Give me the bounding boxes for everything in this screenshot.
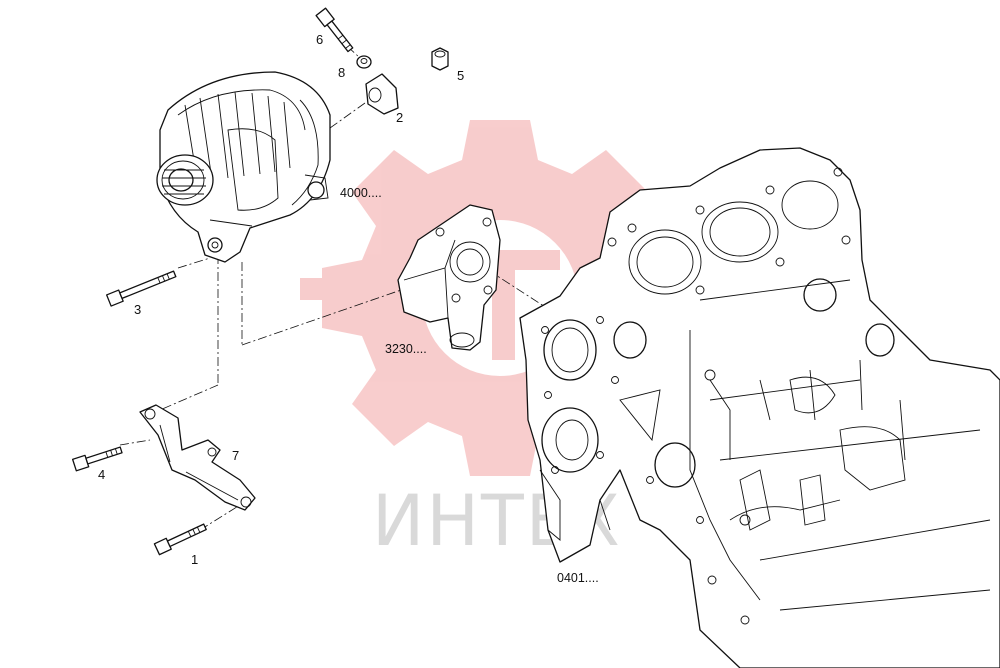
engine-block	[519, 147, 1000, 668]
bolt-1	[153, 523, 207, 556]
thermostat-housing	[397, 204, 501, 351]
callout-8: 8	[338, 65, 345, 80]
callout-labels: 6 8 5 2 3 7 4 1	[98, 32, 464, 567]
reference-labels: 4000.... 3230.... 0401....	[340, 186, 599, 585]
bolt-3	[105, 270, 177, 307]
callout-7: 7	[232, 448, 239, 463]
reference-3230: 3230....	[385, 342, 427, 356]
bolt-4	[71, 446, 123, 472]
callout-6: 6	[316, 32, 323, 47]
engine-bolt-holes	[541, 167, 851, 625]
washer-8	[356, 55, 372, 69]
alternator	[156, 71, 331, 263]
spacer-2	[365, 73, 399, 115]
reference-4000: 4000....	[340, 186, 382, 200]
callout-3: 3	[134, 302, 141, 317]
callout-1: 1	[191, 552, 198, 567]
callout-2: 2	[396, 110, 403, 125]
nut-5	[431, 47, 449, 71]
callout-4: 4	[98, 467, 105, 482]
bolt-6	[315, 7, 354, 53]
callout-5: 5	[457, 68, 464, 83]
reference-0401: 0401....	[557, 571, 599, 585]
bracket-7	[139, 404, 256, 511]
